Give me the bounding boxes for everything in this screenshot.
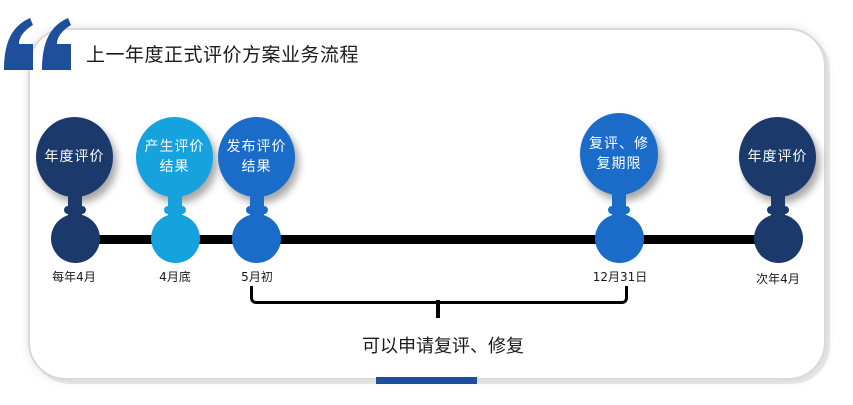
- stage-date: 每年4月: [52, 270, 96, 284]
- stage-bubble-publish-results: 发布评价结果: [218, 117, 295, 197]
- stage-label: 年度评价: [44, 149, 105, 165]
- timeline-line: [72, 235, 782, 244]
- timeline-node: [754, 214, 803, 263]
- stage-bubble-generate-results: 产生评价结果: [136, 117, 213, 197]
- period-bracket-tip: [436, 300, 440, 318]
- timeline-node: [595, 214, 644, 263]
- stage-bubble-review-deadline: 复评、修复期限: [580, 113, 658, 195]
- accent-bar: [376, 377, 477, 384]
- stage-date: 次年4月: [756, 272, 800, 286]
- diagram-title: 上一年度正式评价方案业务流程: [86, 44, 360, 66]
- stage-connector: [771, 192, 785, 216]
- stage-bubble-next-annual-review: 年度评价: [739, 117, 816, 197]
- timeline-node: [151, 214, 200, 263]
- stage-label: 年度评价: [747, 149, 808, 165]
- stage-connector: [612, 192, 626, 216]
- stage-connector: [250, 192, 264, 216]
- bracket-note: 可以申请复评、修复: [362, 336, 524, 357]
- stage-label: 复评、修复期限: [589, 136, 649, 172]
- stage-label: 产生评价结果: [144, 139, 205, 175]
- stage-connector: [68, 192, 82, 216]
- stage-label: 发布评价结果: [226, 139, 287, 175]
- stage-date: 4月底: [159, 270, 191, 284]
- timeline-node: [232, 214, 281, 263]
- stage-connector: [168, 192, 182, 216]
- stage-date: 12月31日: [592, 270, 648, 284]
- stage-bubble-annual-review: 年度评价: [36, 117, 113, 197]
- stage-date: 5月初: [241, 270, 273, 284]
- timeline-node: [51, 214, 100, 263]
- diagram-card: [28, 28, 826, 380]
- quote-mark-icon: [4, 18, 71, 70]
